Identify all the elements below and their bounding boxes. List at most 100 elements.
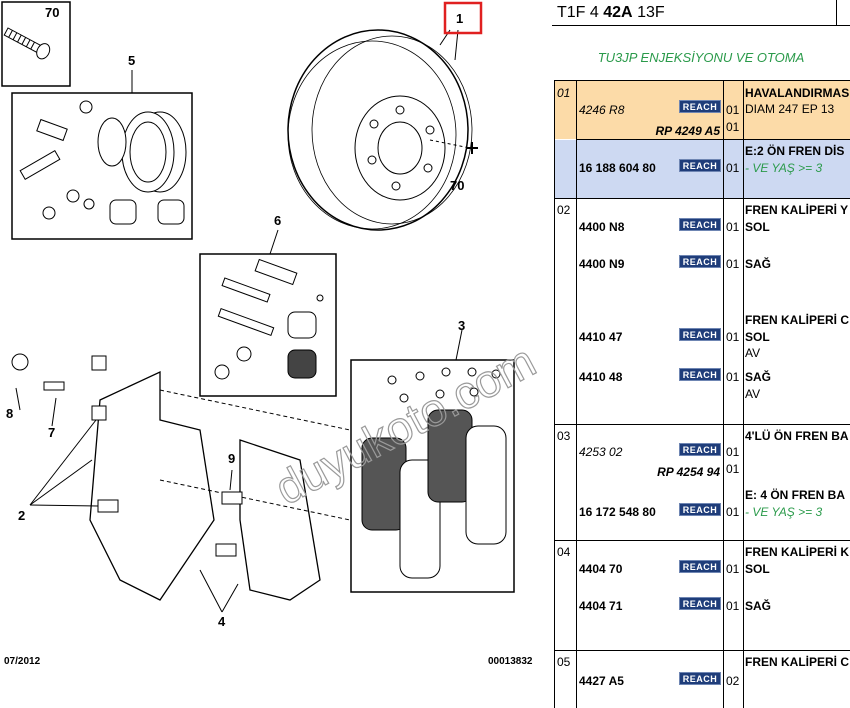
part-ref[interactable]: 4404 71 (579, 599, 623, 613)
callout-1: 1 (456, 11, 463, 26)
part-desc: - VE YAŞ >= 3 (745, 161, 823, 175)
part-qty: 01 (726, 462, 740, 476)
column-divider-3 (743, 80, 744, 708)
part-desc: DIAM 247 EP 13 (745, 102, 835, 116)
part-desc: E:2 ÖN FREN DİS (745, 144, 845, 158)
reach-badge: REACH (679, 255, 721, 268)
part-desc: FREN KALİPERİ C (745, 313, 850, 327)
reach-badge: REACH (679, 672, 721, 685)
brake-disc[interactable] (287, 29, 473, 231)
group-number-05: 05 (557, 655, 571, 669)
callout-7: 7 (48, 425, 55, 440)
diagram-code: 00013832 (488, 656, 533, 667)
callout-5: 5 (128, 53, 135, 68)
part-desc: FREN KALİPERİ K (745, 545, 850, 559)
diagram-date: 07/2012 (4, 656, 41, 667)
callout-8: 8 (6, 406, 13, 421)
part-desc: AV (745, 387, 761, 401)
part-qty: 01 (726, 330, 740, 344)
header-divider (836, 0, 837, 26)
part-ref[interactable]: 4400 N9 (579, 257, 625, 271)
reach-badge: REACH (679, 368, 721, 381)
part-ref[interactable]: 4404 70 (579, 562, 623, 576)
screw-part-box[interactable]: 70 (1, 1, 71, 87)
sheet-header: T1F 4 42A 13F (552, 0, 850, 26)
part-desc: HAVALANDIRMAS (745, 86, 850, 100)
callout-70-top: 70 (45, 5, 59, 20)
part-ref[interactable]: RP 4249 A5 (655, 124, 720, 138)
row-separator (576, 139, 850, 140)
group-separator-05 (554, 650, 850, 651)
part-ref[interactable]: 4410 47 (579, 330, 623, 344)
callout-9: 9 (228, 451, 235, 466)
callout-6: 6 (274, 213, 281, 228)
part-desc: E: 4 ÖN FREN BA (745, 488, 846, 502)
caliper-bracket[interactable] (11, 353, 351, 613)
header-code-bold: 42A (603, 4, 633, 21)
section-subtitle: TU3JP ENJEKSİYONU VE OTOMA (597, 50, 805, 65)
callout-2: 2 (18, 508, 25, 523)
part-ref[interactable]: 4427 A5 (579, 674, 624, 688)
reach-badge: REACH (679, 218, 721, 231)
reach-badge: REACH (679, 503, 721, 516)
column-divider-1 (576, 80, 577, 708)
group-separator-04 (554, 540, 850, 541)
parts-table-panel: T1F 4 42A 13F TU3JP ENJEKSİYONU VE OTOMA… (552, 0, 850, 708)
part-qty: 01 (726, 370, 740, 384)
callout-70-disc: 70 (450, 178, 464, 193)
part-qty: 02 (726, 674, 740, 688)
part-ref[interactable]: 16 188 604 80 (579, 161, 656, 175)
group-number-01: 01 (557, 86, 571, 100)
header-code-prefix: T1F 4 (557, 4, 599, 21)
part-qty: 01 (726, 505, 740, 519)
reach-badge: REACH (679, 560, 721, 573)
part-desc: 4'LÜ ÖN FREN BA (745, 429, 849, 443)
part-desc: SAĞ (745, 599, 772, 613)
part-ref[interactable]: 4253 02 (579, 445, 623, 459)
reach-badge: REACH (679, 597, 721, 610)
part-ref[interactable]: 4400 N8 (579, 220, 625, 234)
part-qty: 01 (726, 257, 740, 271)
part-qty: 01 (726, 120, 740, 134)
exploded-parts-diagram: 70 1 70 5 (1, 1, 544, 667)
part-qty: 01 (726, 220, 740, 234)
part-qty: 01 (726, 161, 740, 175)
group-number-03: 03 (557, 429, 571, 443)
group-number-04: 04 (557, 545, 571, 559)
table-top-border (554, 80, 850, 81)
part-ref[interactable]: RP 4254 94 (657, 465, 720, 479)
part-desc: FREN KALİPERİ C (745, 655, 850, 669)
bearing-kit-box[interactable] (11, 70, 193, 240)
part-desc: SOL (745, 220, 770, 234)
part-qty: 01 (726, 599, 740, 613)
guide-pin-kit-box[interactable] (199, 229, 337, 397)
part-qty: 01 (726, 562, 740, 576)
group-separator-02 (554, 198, 850, 199)
brake-pad-kit-box[interactable] (350, 329, 515, 593)
part-desc: SAĞ (745, 257, 772, 271)
part-desc: SAĞ (745, 370, 772, 384)
callout-3: 3 (458, 318, 465, 333)
table-left-border (554, 80, 555, 708)
part-desc: SOL (745, 562, 770, 576)
group-number-02: 02 (557, 203, 571, 217)
reach-badge: REACH (679, 100, 721, 113)
part-desc: AV (745, 346, 761, 360)
reach-badge: REACH (679, 159, 721, 172)
part-desc: FREN KALİPERİ Y (745, 203, 849, 217)
callout-1-highlight-box[interactable] (443, 1, 483, 35)
column-divider-2 (723, 80, 724, 708)
part-ref[interactable]: 16 172 548 80 (579, 505, 656, 519)
callout-4: 4 (218, 614, 226, 629)
part-ref[interactable]: 4246 R8 (579, 103, 625, 117)
part-qty: 01 (726, 103, 740, 117)
group-separator-03 (554, 424, 850, 425)
part-ref[interactable]: 4410 48 (579, 370, 623, 384)
reach-badge: REACH (679, 443, 721, 456)
header-code-suffix: 13F (637, 4, 665, 21)
part-desc: SOL (745, 330, 770, 344)
disc-screw-marker (466, 142, 478, 154)
part-qty: 01 (726, 445, 740, 459)
part-desc: - VE YAŞ >= 3 (745, 505, 823, 519)
reach-badge: REACH (679, 328, 721, 341)
